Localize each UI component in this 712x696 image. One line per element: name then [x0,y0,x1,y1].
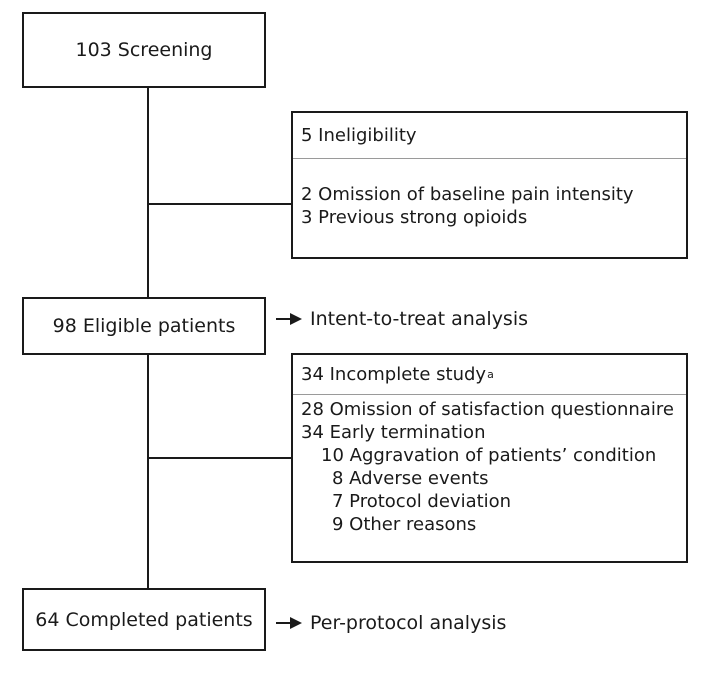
list-item: 8 Adverse events [332,468,489,489]
incomplete-title: 34 Incomplete study [301,364,487,385]
list-item: 34 Early termination [301,422,486,443]
completed-box: 64 Completed patients [22,588,266,651]
main-flow-line-top [147,86,149,299]
itt-label: Intent-to-treat analysis [310,308,529,330]
list-item: 7 Protocol deviation [332,491,512,512]
list-item: 9 Other reasons [332,514,477,535]
list-item: 28 Omission of satisfaction questionnair… [301,399,674,420]
pp-label: Per-protocol analysis [310,612,507,634]
right-arrow-icon [276,617,302,629]
list-item: 10 Aggravation of patients’ condition [321,445,657,466]
screening-box: 103 Screening [22,12,266,88]
ineligibility-box: 5 Ineligibility 2 Omission of baseline p… [291,111,688,259]
ineligibility-header: 5 Ineligibility [293,113,686,159]
right-arrow-icon [276,313,302,325]
itt-annotation: Intent-to-treat analysis [276,306,528,332]
incomplete-list: 28 Omission of satisfaction questionnair… [293,395,686,536]
list-item: 2 Omission of baseline pain intensity [301,184,634,205]
eligible-label: 98 Eligible patients [52,315,236,337]
pp-annotation: Per-protocol analysis [276,610,506,636]
screening-label: 103 Screening [75,39,213,61]
eligible-box: 98 Eligible patients [22,297,266,355]
ineligibility-title: 5 Ineligibility [301,125,417,146]
main-flow-line-bottom [147,353,149,590]
completed-label: 64 Completed patients [35,608,253,631]
ineligibility-list: 2 Omission of baseline pain intensity 3 … [293,159,686,229]
footnote-marker: a [487,368,494,381]
ineligibility-connector [147,203,291,205]
list-item: 3 Previous strong opioids [301,207,528,228]
incomplete-connector [147,457,291,459]
